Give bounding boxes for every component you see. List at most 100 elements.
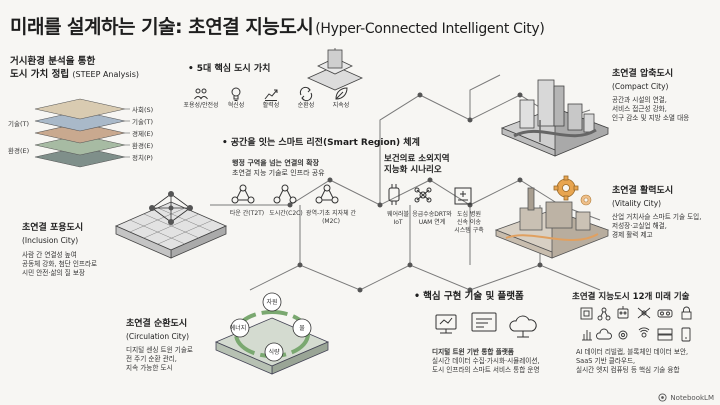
compact-city-desc-3: 인구 감소 및 지방 소멸 대응: [612, 114, 690, 122]
steep-left-label-tech: 기술(T): [8, 120, 30, 128]
vitality-city-desc-3: 경제 활력 제고: [612, 231, 653, 239]
steep-label-technology: 기술(T): [132, 118, 154, 126]
core-value-label: 순환성: [297, 102, 315, 109]
inclusion-city-desc-1: 사람 간 연결성 높여: [22, 251, 77, 259]
healthcare-heading: 보건의료 소외지역 지능화 시나리오: [384, 154, 450, 176]
tech12-heading: 초연결 지능도시 12개 미래 기술: [572, 292, 690, 302]
smart-region-desc: 행정 구역을 넘는 연결의 확장 초연결 지능 기술로 인프라 공유: [232, 158, 325, 178]
people-icon: [194, 88, 208, 100]
vitality-city-title-en: (Vitality City): [612, 199, 662, 208]
circulation-city-desc-1: 디지털 센싱 트윈 기술로: [126, 346, 193, 354]
core-values-heading: 5대 핵심 도시 가치: [188, 63, 271, 76]
core-value-circulation: 순환성: [293, 86, 319, 110]
drone-icon: [637, 307, 651, 319]
wearable-icon: [388, 184, 400, 205]
title-sub: (Hyper-Connected Intelligent City): [315, 21, 545, 37]
circulation-city-illustration: [214, 292, 330, 375]
healthcare-item-line2: UAM 연계: [418, 219, 446, 226]
smart-region-icons: [231, 184, 339, 204]
server-icon: [657, 328, 673, 341]
chart-icon: [582, 330, 592, 341]
circulation-city-desc-3: 지속 가능한 도시: [126, 364, 173, 372]
cloud-icon: [509, 315, 537, 338]
steep-layer-economy: [34, 122, 126, 144]
core-value-sustainability: 지속성: [328, 86, 354, 110]
core-value-label: 활력성: [262, 102, 280, 109]
gear-icon: [618, 330, 628, 340]
healthcare-item-hospital: 도심 병원 신속 이송 시스템 구축: [450, 211, 488, 235]
cycle-node-water: [292, 318, 312, 338]
steep-layer-technology: [34, 110, 126, 132]
cycle-label-resource: 자원: [266, 299, 278, 306]
inclusion-city-desc-3: 시민 안전·삶의 질 보장: [22, 269, 85, 277]
title-main: 미래를 설계하는 기술: 초연결 지능도시: [10, 16, 314, 38]
tech12-desc-2: SaaS 기반 클라우드,: [576, 357, 636, 365]
platform-desc-1: 디지털 트윈 기반 통합 플랫폼: [432, 348, 514, 356]
steep-layer-environment: [34, 134, 126, 156]
core-value-inclusion: 포용성/안전성: [183, 86, 219, 110]
sensor-icon: [638, 327, 650, 338]
cycle-node-energy: [230, 318, 250, 338]
notebooklm-watermark: NotebookLM: [658, 393, 714, 402]
healthcare-item-line2: 신속 이송: [457, 219, 481, 226]
core-value-label: 포용성/안전성: [183, 102, 219, 109]
lock-icon: [681, 306, 692, 320]
cloud-icon: [596, 328, 612, 340]
steep-heading-en: (STEEP Analysis): [72, 70, 140, 79]
circulation-city-title-en: (Circulation City): [126, 332, 190, 341]
dashboard-icon: [471, 312, 497, 332]
healthcare-item-line1: 응급수송DRT와: [412, 211, 452, 218]
cycle-node-food: [264, 342, 284, 362]
healthcare-icons: [388, 184, 472, 205]
platform-desc-2: 실시간 데이터 수집·가시화·시뮬레이션,: [432, 357, 540, 365]
watermark-text: NotebookLM: [670, 393, 714, 402]
circulation-city-desc-2: 전 주기 순환 관리,: [126, 355, 177, 363]
notebooklm-logo-icon: [658, 393, 667, 402]
circulation-city-block: 초연결 순환도시 (Circulation City) 디지털 센싱 트윈 기술…: [126, 318, 193, 373]
compact-city-desc-2: 서비스 접근성 강화,: [612, 105, 667, 113]
platform-heading: 핵심 구현 기술 및 플랫폼: [414, 290, 524, 303]
network-icon: [597, 307, 611, 321]
vr-icon: [657, 309, 673, 318]
healthcare-heading-line2: 지능화 시나리오: [384, 165, 442, 175]
steep-label-economy: 경제(E): [132, 130, 154, 138]
smart-region-heading: 공간을 잇는 스마트 리전(Smart Region) 체계: [222, 137, 420, 150]
vitality-city-desc-1: 산업 거치사슬 스마트 기술 도입,: [612, 213, 702, 221]
vitality-city-title: 초연결 활력도시: [612, 186, 674, 196]
smart-region-node-t2t: 타운 간(T2T): [229, 210, 265, 217]
core-values-row: 포용성/안전성 혁신성 활력성 순환성 지속성: [183, 86, 354, 110]
healthcare-item-drt-uam: 응급수송DRT와 UAM 연계: [410, 211, 454, 227]
compact-city-illustration: [500, 79, 610, 157]
healthcare-item-wearable: 웨어러블 IoT: [380, 211, 416, 227]
leaf-icon: [335, 87, 348, 100]
healthcare-item-line3: 시스템 구축: [454, 227, 484, 234]
lightbulb-icon: [231, 87, 241, 101]
inclusion-city-illustration: [114, 191, 228, 259]
compact-city-title: 초연결 압축도시: [612, 69, 674, 79]
healthcare-item-line1: 웨어러블: [386, 211, 410, 218]
smart-region-hub: [307, 48, 363, 91]
cycle-label-food: 식량: [268, 349, 280, 356]
compact-city-desc-1: 공간과 시설의 연결,: [612, 96, 667, 104]
core-value-label: 지속성: [332, 102, 350, 109]
robot-icon: [617, 306, 629, 319]
steep-label-environment: 환경(E): [132, 142, 154, 150]
healthcare-heading-line1: 보건의료 소외지역: [384, 154, 450, 164]
inclusion-city-desc-2: 공동체 강화, 첨단 인프라로: [22, 260, 98, 268]
healthcare-item-line2: IoT: [393, 219, 403, 226]
cycle-label-water: 물: [299, 325, 305, 332]
platform-desc-3: 도시 인프라의 스마트 서비스 통합 운영: [432, 366, 540, 374]
digital-twin-icon: [435, 314, 457, 334]
steep-label-politics: 정치(P): [132, 154, 153, 162]
steep-heading-line2: 도시 가치 정립 (STEEP Analysis): [10, 68, 139, 81]
compact-city-block: 초연결 압축도시 (Compact City) 공간과 시설의 연결, 서비스 …: [612, 68, 689, 123]
steep-layer-politics: [34, 146, 126, 168]
circulation-city-title: 초연결 순환도시: [126, 319, 188, 329]
steep-heading-line1: 거시환경 분석을 통한: [10, 56, 96, 67]
tech12-icon-grid: [580, 306, 692, 342]
town-network-icon: [231, 184, 255, 204]
recycle-icon: [299, 86, 313, 102]
cycle-label-energy: 에너지: [229, 325, 247, 332]
vitality-city-illustration: [494, 175, 610, 259]
